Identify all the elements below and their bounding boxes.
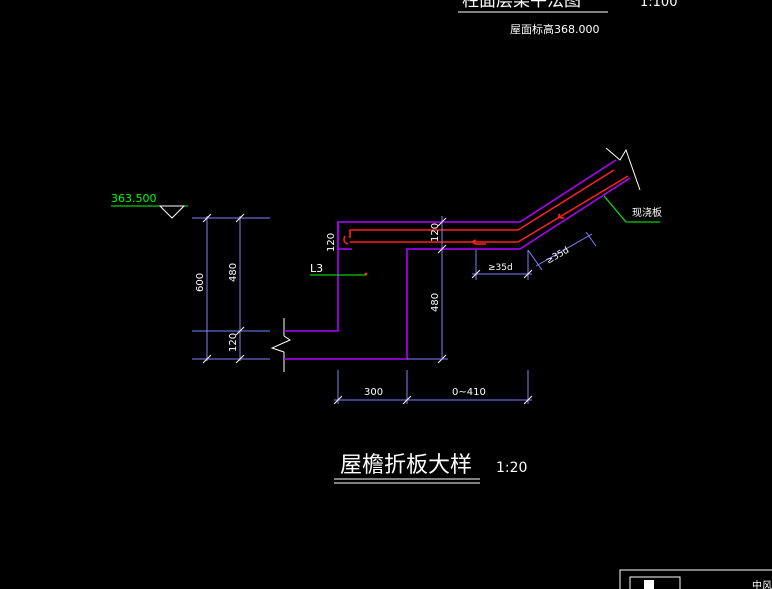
elevation-value: 363.500	[111, 192, 157, 205]
slab-outline	[284, 159, 631, 360]
cast-slab-label: 现浇板	[603, 195, 662, 223]
dim-35d-b: ≥35d	[545, 246, 571, 267]
caption: 屋檐折板大样 1:20	[334, 453, 527, 484]
dim-120-mid: 120	[430, 223, 441, 242]
slope-break-icon	[605, 147, 641, 191]
top-subtitle: 屋面标高368.000	[510, 22, 600, 36]
dim-120-top: 120	[326, 233, 337, 252]
l3-text: L3	[310, 262, 323, 275]
elevation-triangle-icon	[158, 205, 186, 219]
dim-600: 600	[195, 273, 206, 292]
dim-480-mid: 480	[430, 293, 441, 312]
l3-label: L3	[310, 262, 366, 276]
left-dimensions	[192, 213, 270, 364]
dim-35d-a: ≥35d	[488, 263, 513, 273]
caption-scale: 1:20	[496, 460, 527, 476]
dim-300: 300	[364, 387, 383, 398]
rebar	[343, 169, 629, 245]
bottom-dimensions	[333, 370, 533, 405]
cast-slab-text: 现浇板	[632, 206, 662, 219]
mid-dimensions	[407, 216, 448, 364]
break-symbol-icon	[270, 318, 292, 372]
top-title-scale: 1:100	[640, 0, 677, 10]
title-block-fragment: 中风	[619, 569, 772, 589]
elevation-marker: 363.500	[111, 192, 188, 219]
top-title-block: 柱面层梁平法图 1:100 屋面标高368.000	[458, 0, 677, 36]
caption-title: 屋檐折板大样	[340, 453, 472, 478]
anchorage-dimensions	[471, 231, 597, 280]
dim-0-410: 0~410	[452, 387, 486, 398]
corner-text: 中风	[752, 579, 772, 589]
dim-120-left: 120	[228, 333, 239, 352]
top-title-text: 柱面层梁平法图	[462, 0, 581, 11]
dim-480-left: 480	[228, 263, 239, 282]
